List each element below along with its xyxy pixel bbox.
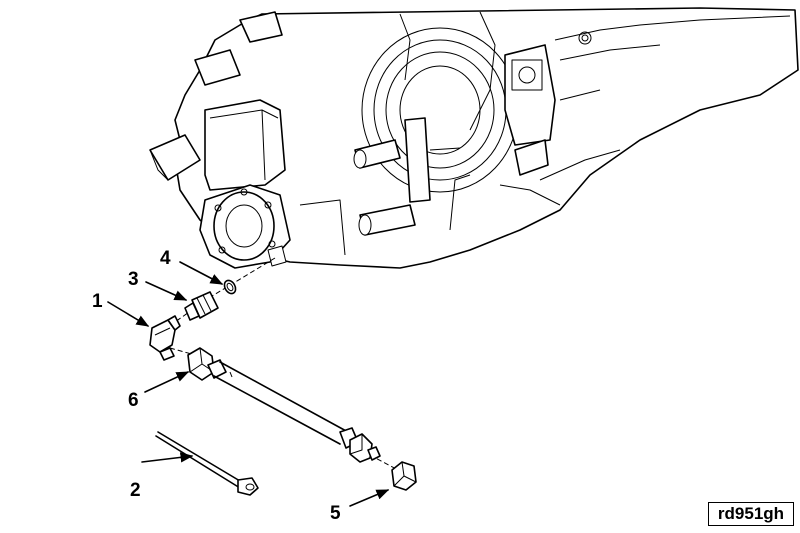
callout-4: 4 <box>160 248 171 269</box>
figure-reference-box: rd951gh <box>708 502 794 526</box>
transmission-housing <box>149 7 799 269</box>
leader-arrow-5 <box>349 489 390 507</box>
hose-centerline <box>169 347 196 356</box>
leader-arrow-6 <box>144 371 190 393</box>
callout-6: 6 <box>128 390 139 411</box>
cap-centerline <box>369 454 399 471</box>
elbow-fitting-part <box>149 315 181 361</box>
callout-1: 1 <box>92 291 103 312</box>
callout-5: 5 <box>330 503 341 524</box>
callout-2: 2 <box>130 480 141 501</box>
o-ring-part <box>223 279 237 295</box>
leader-arrow-3 <box>145 281 188 301</box>
figure-reference-code: rd951gh <box>717 504 785 523</box>
adapter-fitting-part <box>184 291 219 321</box>
hose-assembly-part <box>187 347 381 463</box>
leader-arrows <box>107 261 390 507</box>
cap-part <box>391 461 417 491</box>
leader-arrow-1 <box>107 301 150 327</box>
leader-arrow-4 <box>179 261 224 285</box>
callout-3: 3 <box>128 269 139 290</box>
cable-tie-part <box>155 431 259 496</box>
leader-arrow-2 <box>141 452 194 463</box>
